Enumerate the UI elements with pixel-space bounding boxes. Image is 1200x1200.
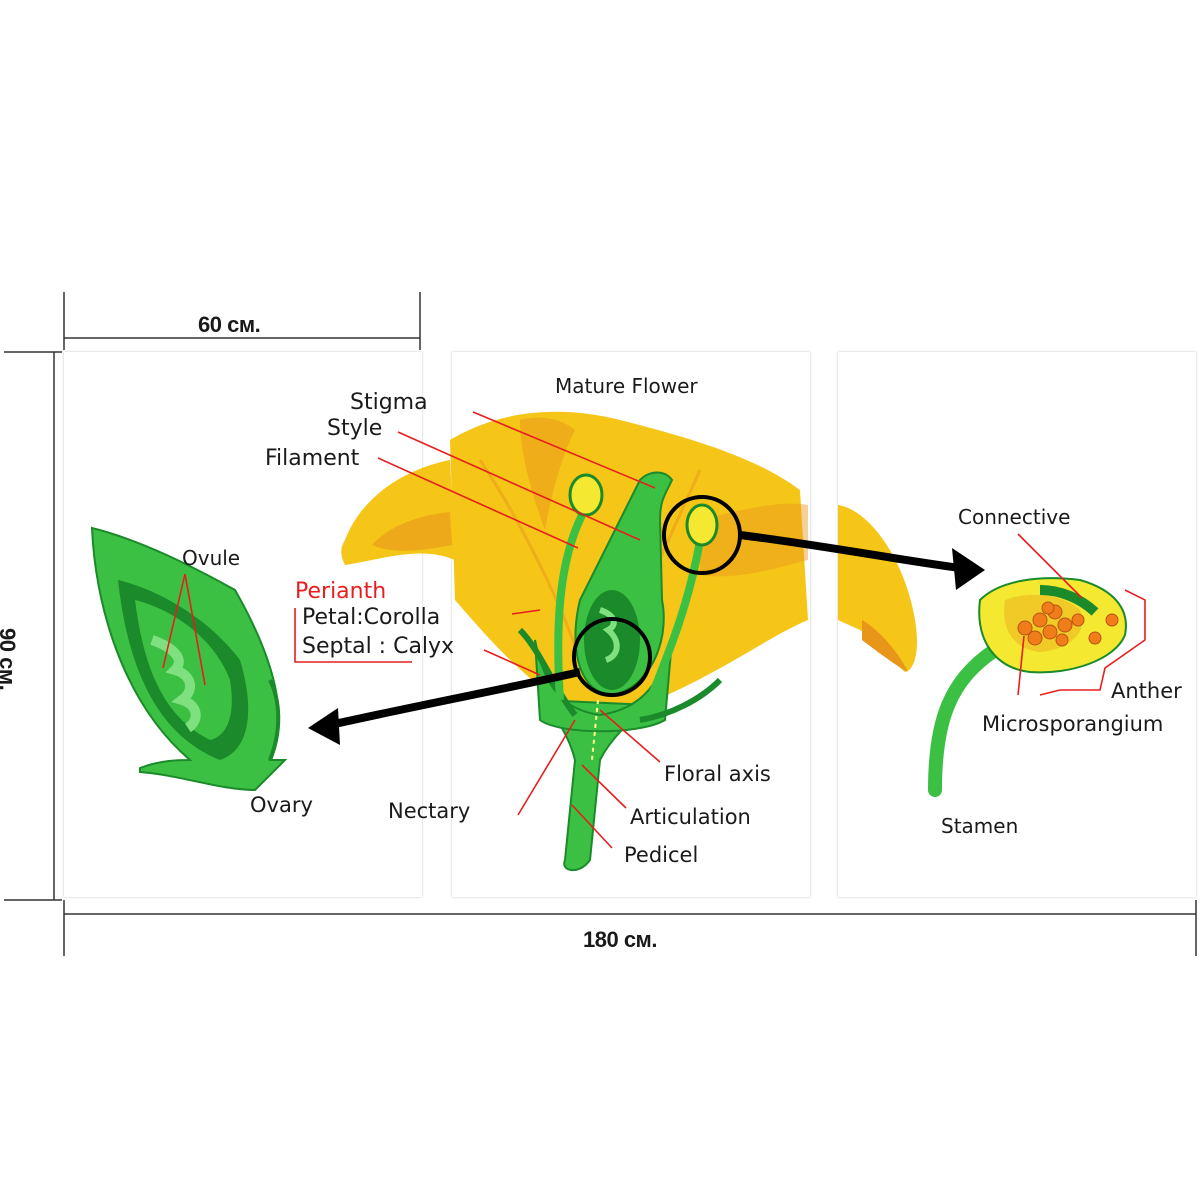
leader-lines (162, 411, 1146, 849)
label-pedicel: Pedicel (624, 843, 699, 867)
label-connective: Connective (958, 505, 1071, 529)
label-septal: Septal : Calyx (302, 634, 455, 659)
title-mature-flower: Mature Flower (555, 374, 698, 398)
stamens-middle (554, 473, 719, 702)
label-nectary: Nectary (388, 799, 471, 823)
label-ovary: Ovary (250, 793, 313, 817)
dimension-total-width: 180 см. (583, 927, 657, 952)
label-ovule: Ovule (182, 546, 241, 570)
ovary-magnifier (572, 617, 652, 697)
label-stigma: Stigma (350, 390, 428, 415)
label-floral-axis: Floral axis (664, 762, 771, 786)
label-articulation: Articulation (630, 805, 751, 829)
label-petal: Petal:Corolla (302, 605, 441, 630)
label-style: Style (327, 416, 383, 441)
label-perianth: Perianth (295, 579, 387, 604)
dimension-height: 90 см. (0, 628, 20, 691)
ovary-detail (90, 526, 288, 792)
stamen-detail (928, 577, 1127, 797)
dimension-lines (4, 292, 1197, 956)
label-anther: Anther (1111, 679, 1182, 703)
label-filament: Filament (265, 446, 360, 471)
label-stamen: Stamen (941, 814, 1019, 838)
dimension-panel-width: 60 см. (198, 312, 261, 337)
label-microsporangium: Microsporangium (982, 712, 1164, 736)
pedicel-group (517, 627, 723, 872)
arrows (308, 531, 985, 745)
